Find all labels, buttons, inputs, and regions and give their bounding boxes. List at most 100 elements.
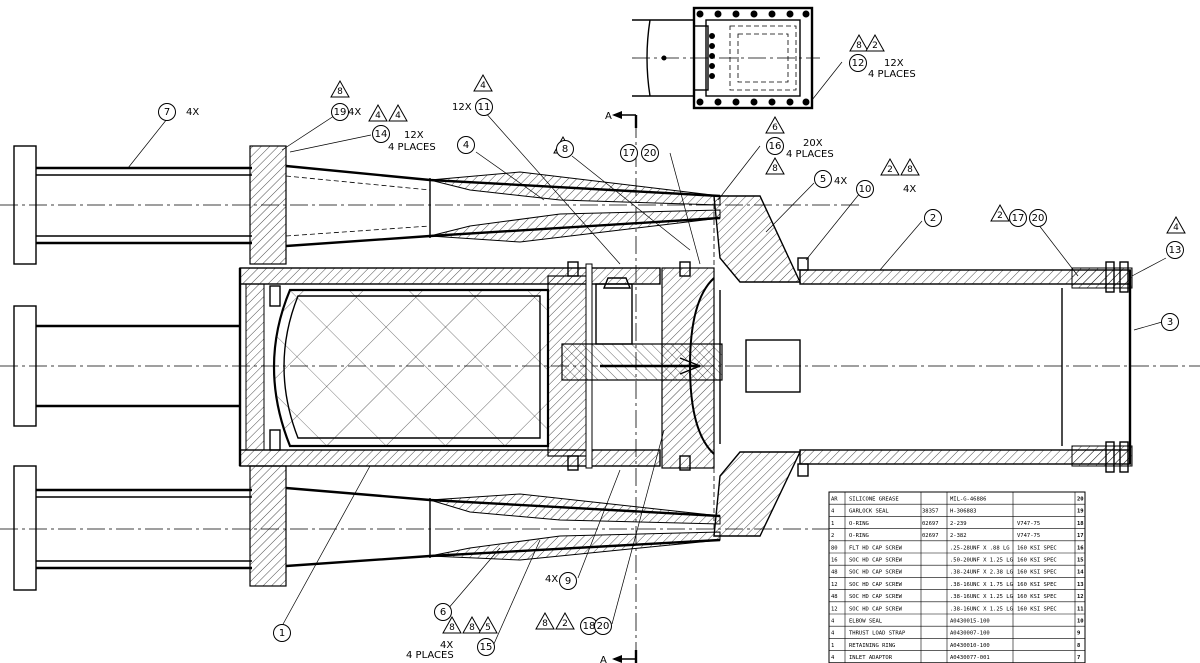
flag-note-label: 8 <box>337 87 343 97</box>
section-arrow-top <box>612 111 638 128</box>
balloon-label: 8 <box>562 144 568 155</box>
balloon-label: 13 <box>1169 245 1182 256</box>
parts-cell-spec: 160 KSI SPEC <box>1017 570 1057 576</box>
flag-note-5: 5 <box>478 615 498 634</box>
balloon-item-11: 11 <box>475 98 493 116</box>
balloon-item-1: 1 <box>273 624 291 642</box>
flag-note-label: 6 <box>772 123 778 133</box>
parts-cell-desc: O-RING <box>849 533 869 539</box>
balloon-item-8: 8 <box>556 140 574 158</box>
parts-cell-spec: V747-75 <box>1017 521 1040 527</box>
parts-cell-desc: SOC HD CAP SCREW <box>849 558 903 564</box>
balloon-label: 12 <box>852 58 865 69</box>
flag-note-4: 4 <box>368 103 388 122</box>
balloon-label: 20 <box>644 148 657 159</box>
note-10-qty: 4X <box>903 184 916 195</box>
section-arrow-bottom <box>612 650 638 663</box>
parts-cell-spec: 160 KSI SPEC <box>1017 594 1057 600</box>
balloon-label: 20 <box>597 621 610 632</box>
leader-lines <box>127 61 1167 647</box>
parts-cell-spec: 160 KSI SPEC <box>1017 545 1057 551</box>
note-14-qty: 12X <box>404 130 424 141</box>
flag-notes: 848442682824488582 <box>330 33 1186 634</box>
note-9-qty: 4X <box>545 574 558 585</box>
parts-cell-part: .38-16UNC X 1.25 LG <box>950 594 1013 600</box>
parts-cell-item: 17 <box>1077 533 1084 539</box>
balloon-label: 15 <box>480 642 493 653</box>
flag-note-label: 4 <box>395 111 401 121</box>
parts-cell-spec: 160 KSI SPEC <box>1017 606 1057 612</box>
balloon-label: 17 <box>623 148 636 159</box>
balloon-item-2: 2 <box>924 209 942 227</box>
balloon-item-7: 7 <box>158 103 176 121</box>
parts-cell-qty: 4 <box>831 509 835 515</box>
parts-cell-desc: SOC HD CAP SCREW <box>849 570 903 576</box>
flag-note-8: 8 <box>765 156 785 175</box>
flag-note-label: 8 <box>907 165 913 175</box>
parts-cell-qty: 4 <box>831 619 835 625</box>
note-11-qty: 12X <box>452 102 472 113</box>
balloon-label: 16 <box>769 141 782 152</box>
balloon-item-10: 10 <box>856 180 874 198</box>
flag-note-4: 4 <box>473 73 493 92</box>
balloon-label: 9 <box>565 576 571 587</box>
balloon-item-9: 9 <box>559 572 577 590</box>
balloon-label: 10 <box>859 184 872 195</box>
note-5-qty: 4X <box>834 176 847 187</box>
flag-note-label: 2 <box>997 211 1003 221</box>
flag-note-2: 2 <box>555 611 575 630</box>
parts-cell-qty: 16 <box>831 558 838 564</box>
flag-note-8: 8 <box>535 611 555 630</box>
flag-note-label: 4 <box>1173 223 1179 233</box>
flag-note-label: 8 <box>542 619 548 629</box>
detail-view-flange <box>632 6 814 110</box>
flag-note-8: 8 <box>900 157 920 176</box>
flag-note-8: 8 <box>849 33 869 52</box>
flag-note-4: 4 <box>388 103 408 122</box>
note-19-qty: 4X <box>348 107 361 118</box>
note-12-qty: 12X <box>884 58 904 69</box>
flag-note-label: 8 <box>772 164 778 174</box>
parts-cell-qty: 12 <box>831 582 838 588</box>
balloon-item-5: 5 <box>814 170 832 188</box>
balloon-label: 18 <box>583 621 596 632</box>
outlet-assembly <box>713 195 1133 537</box>
balloon-item-6: 6 <box>434 603 452 621</box>
parts-cell-part: 2-239 <box>950 521 967 527</box>
upper-inlet-assembly <box>13 145 721 265</box>
parts-cell-desc: SOC HD CAP SCREW <box>849 606 903 612</box>
balloon-label: 20 <box>1032 213 1045 224</box>
balloon-item-4: 4 <box>457 136 475 154</box>
parts-cell-part: .38-24UNF X 2.38 LG <box>950 570 1013 576</box>
parts-cell-code: 38357 <box>922 509 939 515</box>
middle-pipe <box>13 305 240 427</box>
parts-cell-desc: GARLOCK SEAL <box>849 509 889 515</box>
balloon-item-15: 15 <box>477 638 495 656</box>
balloon-item-20: 20 <box>594 617 612 635</box>
parts-cell-qty: 1 <box>831 521 834 527</box>
parts-cell-desc: SOC HD CAP SCREW <box>849 582 903 588</box>
parts-cell-item: 12 <box>1077 594 1084 600</box>
balloon-item-13: 13 <box>1166 241 1184 259</box>
parts-cell-part: A0430015-100 <box>950 619 990 625</box>
flag-note-8: 8 <box>330 79 350 98</box>
flag-note-label: 8 <box>469 623 475 633</box>
lower-inlet-assembly <box>13 465 721 591</box>
parts-cell-code: 02697 <box>922 521 939 527</box>
balloon-item-17: 17 <box>1009 209 1027 227</box>
balloon-item-16: 16 <box>766 137 784 155</box>
parts-cell-desc: INLET ADAPTOR <box>849 655 893 661</box>
parts-cell-part: A0430007-100 <box>950 631 990 637</box>
parts-cell-part: 2-382 <box>950 533 967 539</box>
flag-note-label: 2 <box>887 165 893 175</box>
parts-cell-part: MIL-G-46886 <box>950 497 986 503</box>
flag-note-label: 4 <box>375 111 381 121</box>
